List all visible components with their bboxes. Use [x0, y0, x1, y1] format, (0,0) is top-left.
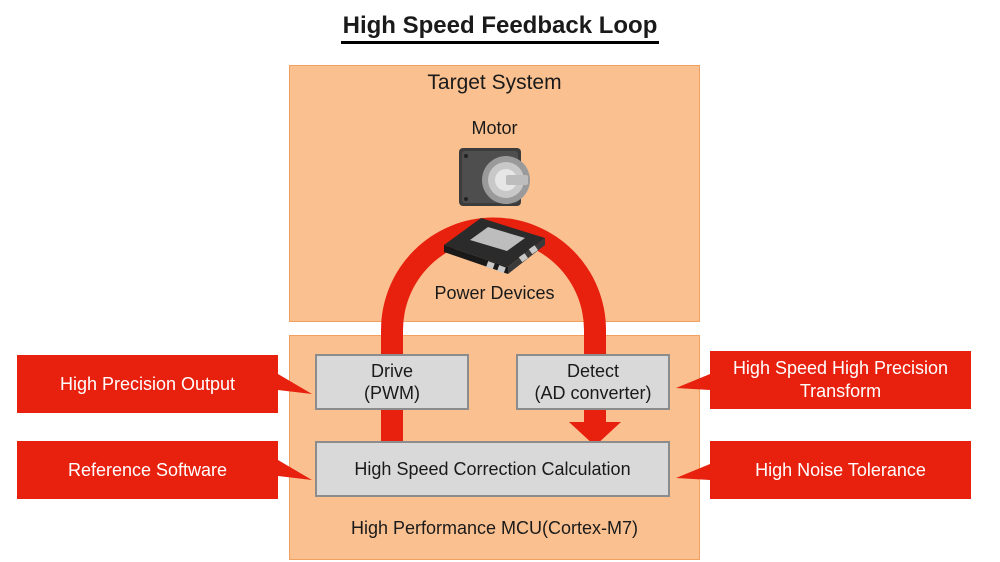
correction-calculation-label: High Speed Correction Calculation: [354, 459, 631, 479]
drive-subtitle: (PWM): [364, 383, 420, 403]
callout-high-precision-output-text: High Precision Output: [59, 373, 236, 394]
correction-calculation-box: High Speed Correction Calculation: [315, 441, 670, 497]
feedback-loop-arrow: [381, 217, 621, 446]
callout-reference-software-text: Reference Software: [67, 459, 228, 480]
drive-title: Drive: [370, 361, 413, 381]
diagram-title: High Speed Feedback Loop: [0, 12, 1000, 44]
drive-box: Drive (PWM): [315, 354, 469, 410]
mcu-label: High Performance MCU(Cortex-M7): [350, 518, 639, 538]
callout-high-noise-tolerance: High Noise Tolerance: [710, 441, 971, 499]
callout-reference-software-shape: [17, 441, 312, 499]
detect-box: Detect (AD converter): [516, 354, 670, 410]
callout-high-speed-transform-line1: High Speed High Precision: [732, 358, 949, 378]
callout-high-precision-output: High Precision Output: [17, 355, 278, 413]
callout-high-noise-tolerance-text: High Noise Tolerance: [755, 459, 926, 480]
diagram-title-text: High Speed Feedback Loop: [340, 12, 660, 44]
power-devices-label: Power Devices: [434, 283, 555, 303]
target-system-label: Target System: [427, 71, 562, 94]
callout-high-speed-transform-shape: [676, 351, 971, 409]
power-device-icon: [444, 218, 545, 274]
motor-icon: [459, 148, 530, 206]
callout-high-precision-output-shape: [17, 355, 312, 413]
callout-high-speed-transform: High Speed High Precision Transform: [710, 351, 971, 409]
callout-reference-software: Reference Software: [17, 441, 278, 499]
motor-label: Motor: [471, 118, 518, 138]
detect-title: Detect: [566, 361, 620, 381]
callout-high-noise-tolerance-shape: [676, 441, 971, 499]
callout-high-speed-transform-line2: Transform: [799, 381, 882, 401]
detect-subtitle: (AD converter): [534, 383, 652, 403]
